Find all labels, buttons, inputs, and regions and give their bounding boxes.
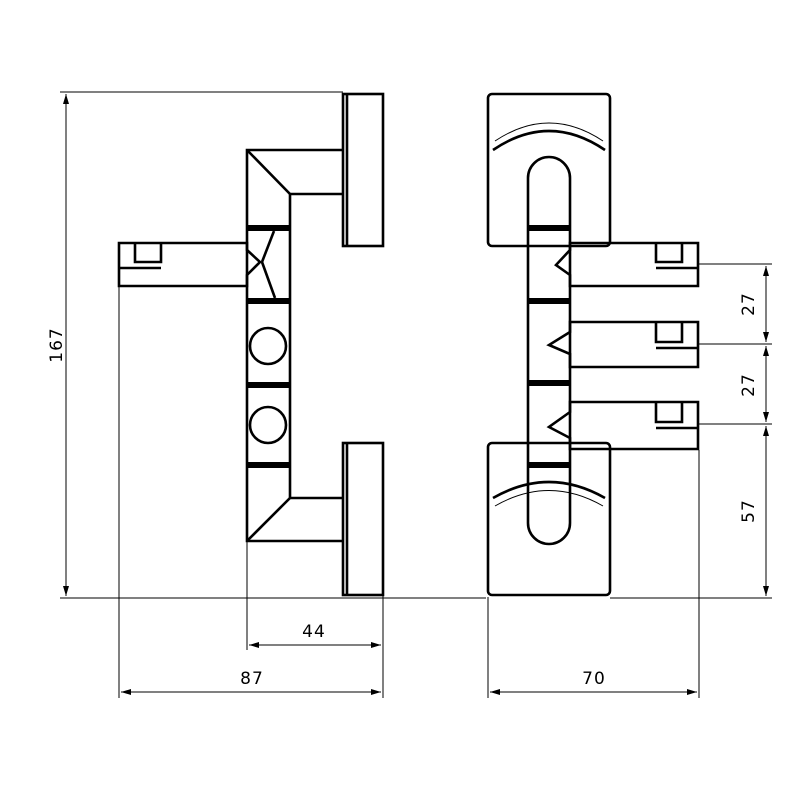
front-hook-1 (554, 241, 700, 288)
dimension-label-bottom-offset: 57 (739, 499, 759, 523)
side-top-wall-plate (341, 92, 385, 248)
dimension-label-depth-base: 44 (302, 622, 326, 642)
front-hook-2 (546, 320, 700, 369)
side-view (117, 92, 385, 597)
dimension-label-height: 167 (47, 327, 67, 362)
side-pivot-circle-lower (248, 405, 288, 445)
front-view (486, 92, 700, 597)
dimension-70: 70 (487, 450, 700, 698)
front-column-bands (528, 225, 570, 468)
side-hook-arm (117, 230, 277, 299)
front-bottom-plate (486, 441, 612, 597)
dimension-label-spacing-2: 27 (739, 373, 759, 397)
dimension-27-lower: 27 (699, 346, 772, 425)
dimension-label-spacing-1: 27 (739, 292, 759, 316)
dimension-label-width: 70 (582, 669, 606, 689)
side-bottom-wall-plate (341, 441, 385, 597)
dimension-44: 44 (246, 542, 381, 650)
side-bottom-arm (245, 465, 343, 543)
dimension-167: 167 (47, 91, 486, 599)
side-top-arm (245, 148, 343, 230)
front-hook-3 (546, 400, 700, 451)
dimension-87: 87 (118, 287, 384, 698)
front-slot (526, 155, 572, 546)
dimension-57: 57 (610, 426, 772, 599)
side-pivot-circle-upper (248, 326, 288, 366)
front-top-plate (486, 92, 612, 248)
dimension-label-depth-hooks: 87 (240, 669, 264, 689)
side-central-column (245, 225, 292, 468)
dimension-27-upper: 27 (699, 263, 772, 345)
